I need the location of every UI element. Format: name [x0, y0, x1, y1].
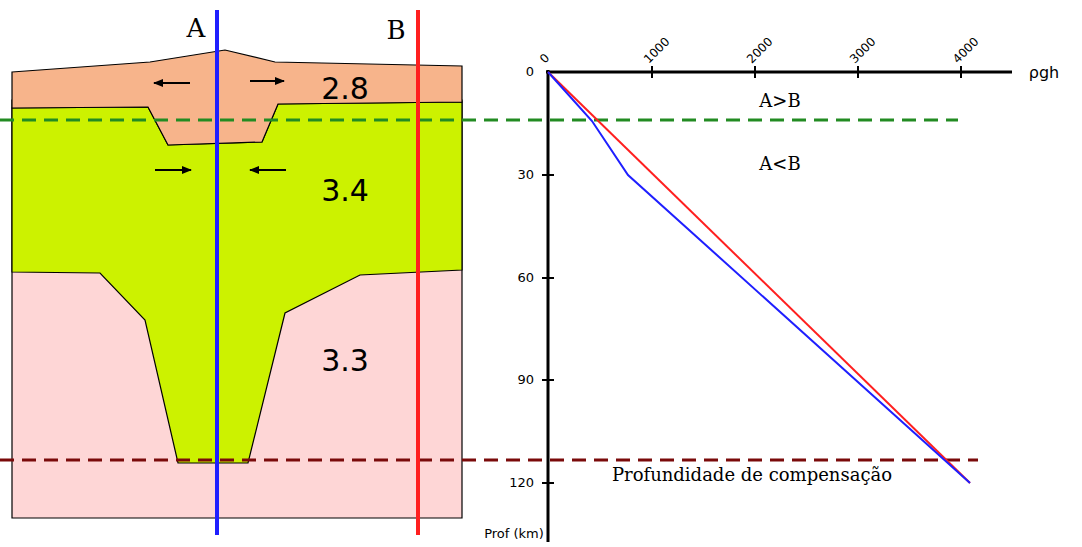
axis-tick-label: 0	[526, 65, 534, 79]
axis-tick-label: 120	[509, 476, 534, 490]
arrow	[154, 82, 190, 84]
mantle-root-layer: 3.4	[12, 100, 464, 465]
x-axis	[546, 71, 1012, 74]
y-axis	[547, 70, 550, 542]
density-label: 3.3	[321, 344, 369, 377]
column-b-line	[416, 10, 420, 535]
dashed-line	[0, 119, 958, 122]
comparison-note: A<B	[759, 154, 800, 174]
axis-tick-label: 0	[538, 51, 553, 66]
layer-outline	[12, 48, 464, 148]
axis-tick-label: 90	[517, 373, 534, 387]
layer-outline	[12, 100, 464, 465]
compensation-label: Profundidade de compensação	[612, 465, 892, 485]
axis-tick-label: 4000	[951, 35, 982, 66]
column-a-line	[215, 10, 219, 535]
axis-title: ρgh	[1029, 64, 1059, 82]
axis-tick-label: 3000	[848, 35, 879, 66]
arrow	[250, 80, 284, 82]
dashed-line	[0, 459, 978, 462]
density-label: 3.4	[321, 174, 369, 207]
axis-title: Prof (km)	[484, 527, 544, 541]
crust-layer: 2.8	[12, 48, 464, 148]
pressure-curve-b	[548, 72, 970, 483]
pressure-curve-a	[548, 72, 970, 483]
column-label: B	[386, 16, 405, 45]
arrow	[155, 169, 191, 171]
axis-tick-label: 2000	[745, 35, 776, 66]
axis-tick-label: 1000	[642, 35, 673, 66]
comparison-note: A>B	[759, 91, 800, 111]
density-label: 2.8	[321, 72, 369, 105]
column-label: A	[187, 14, 206, 43]
arrow	[250, 169, 286, 171]
axis-tick-label: 30	[517, 168, 534, 182]
axis-tick-label: 60	[517, 271, 534, 285]
